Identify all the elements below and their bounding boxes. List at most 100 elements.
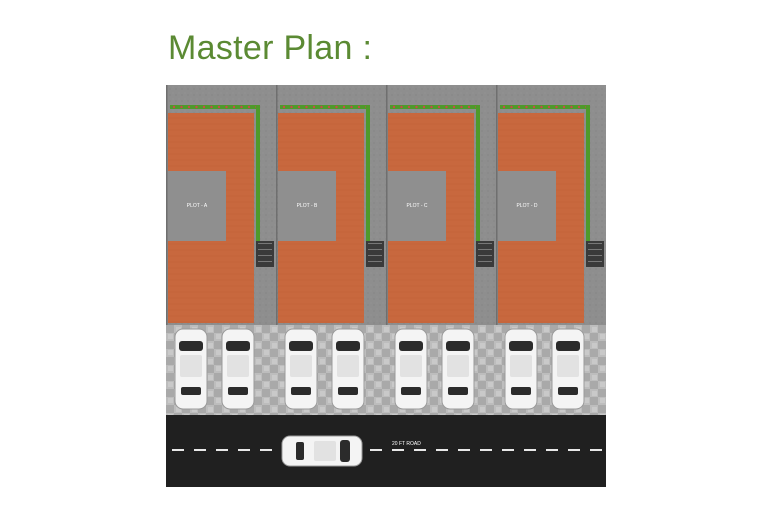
hedge-flower (555, 105, 558, 109)
road-lane-marking (458, 449, 470, 451)
building-footprint (168, 171, 226, 241)
road-lane-marking (194, 449, 206, 451)
plot-label: PLOT - B (297, 203, 318, 209)
parked-car (284, 328, 318, 410)
hedge-top (170, 105, 260, 109)
hedge-flower (297, 105, 301, 109)
car-windshield (226, 341, 250, 351)
car-windshield (556, 341, 580, 351)
hedge-flower (180, 105, 183, 109)
road-lane-marking (414, 449, 426, 451)
car-rear-window (296, 442, 304, 460)
master-plan-diagram: PLOT - A PLOT - B PLOT - C PLOT - D 20 FT RO… (166, 85, 606, 487)
hedge-flower (400, 105, 403, 109)
plot-b: PLOT - B (276, 85, 384, 325)
hedge-flower (240, 105, 243, 109)
hedge-flower (467, 105, 471, 109)
hedge-flower (452, 105, 456, 109)
car-windshield (336, 341, 360, 351)
hedge-flower (282, 105, 286, 109)
side-gate (586, 241, 604, 267)
hedge-flower (195, 105, 198, 109)
gate-bar (588, 261, 602, 262)
gate-bar (258, 255, 272, 256)
road-lane-marking (568, 449, 580, 451)
car-rear-window (338, 387, 358, 395)
road (166, 415, 606, 487)
road-car (281, 435, 363, 467)
hedge-flower (422, 105, 426, 109)
page-title: Master Plan : (168, 29, 373, 67)
road-lane-marking (370, 449, 382, 451)
plot-boundary-line (276, 85, 278, 325)
car-windshield (340, 440, 350, 462)
car-windshield (179, 341, 203, 351)
car-rear-window (448, 387, 468, 395)
hedge-flower (187, 105, 191, 109)
hedge-top (500, 105, 590, 109)
car-roof (290, 355, 312, 377)
car-roof (227, 355, 249, 377)
hedge-flower (562, 105, 566, 109)
plot-label: PLOT - C (406, 203, 427, 209)
hedge-flower (320, 105, 323, 109)
plot-a: PLOT - A (166, 85, 274, 325)
building-footprint (388, 171, 446, 241)
car-roof (180, 355, 202, 377)
gate-bar (368, 255, 382, 256)
hedge-flower (350, 105, 353, 109)
side-gate (256, 241, 274, 267)
building-footprint (278, 171, 336, 241)
gate-bar (478, 249, 492, 250)
parked-car (221, 328, 255, 410)
car-windshield (509, 341, 533, 351)
hedge-top (390, 105, 480, 109)
car-roof (447, 355, 469, 377)
hedge-flower (290, 105, 293, 109)
hedge-flower (407, 105, 411, 109)
car-roof (314, 441, 336, 461)
gate-bar (258, 261, 272, 262)
plot-d: PLOT - D (496, 85, 604, 325)
hedge-side (586, 105, 590, 245)
road-label: 20 FT ROAD (392, 441, 421, 447)
parked-car (551, 328, 585, 410)
parked-car (441, 328, 475, 410)
plot-c: PLOT - C (386, 85, 494, 325)
building-footprint (498, 171, 556, 241)
road-lane-marking (524, 449, 536, 451)
car-roof (557, 355, 579, 377)
hedge-flower (540, 105, 543, 109)
hedge-flower (437, 105, 441, 109)
hedge-flower (305, 105, 308, 109)
hedge-flower (342, 105, 346, 109)
car-rear-window (511, 387, 531, 395)
hedge-flower (202, 105, 206, 109)
plot-boundary-line (496, 85, 498, 325)
road-lane-marking (216, 449, 228, 451)
car-roof (337, 355, 359, 377)
hedge-flower (357, 105, 361, 109)
parked-car (331, 328, 365, 410)
road-lane-marking (260, 449, 272, 451)
plot-boundary-line (166, 85, 168, 325)
hedge-side (476, 105, 480, 245)
road-lane-marking (172, 449, 184, 451)
gate-bar (588, 249, 602, 250)
plot-boundary-line (386, 85, 388, 325)
car-rear-window (401, 387, 421, 395)
master-plan-svg: PLOT - A PLOT - B PLOT - C PLOT - D 20 FT RO… (166, 85, 606, 487)
hedge-flower (577, 105, 581, 109)
hedge-flower (247, 105, 251, 109)
hedge-flower (210, 105, 213, 109)
gate-bar (478, 243, 492, 244)
gate-bar (478, 255, 492, 256)
hedge-flower (517, 105, 521, 109)
hedge-side (256, 105, 260, 245)
hedge-flower (327, 105, 331, 109)
gate-bar (368, 243, 382, 244)
gate-bar (588, 243, 602, 244)
car-roof (400, 355, 422, 377)
gate-bar (258, 249, 272, 250)
hedge-flower (312, 105, 316, 109)
